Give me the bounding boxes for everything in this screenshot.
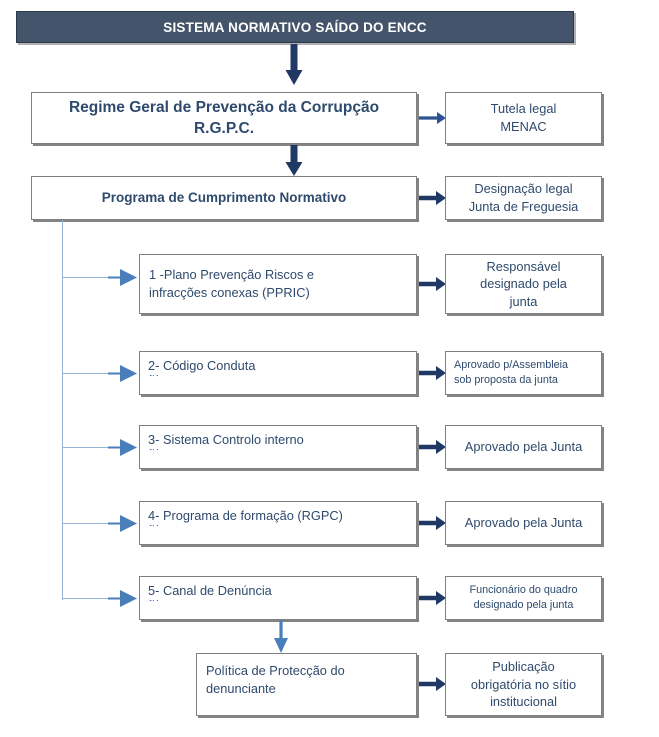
connector-branch-3 [62, 447, 110, 449]
node-item-3-label: Sistema Controlo interno [162, 432, 304, 447]
node-item-1-line1: 1 -Plano Prevenção Riscos e [149, 267, 315, 283]
node-rgpc-line1: Regime Geral de Prevenção da Corrupção [68, 98, 380, 116]
node-designacao-line1: Designação legal [474, 181, 573, 197]
node-item-3-number: 3 [148, 432, 156, 452]
node-result-3-line1: Aprovado pela Junta [464, 439, 583, 455]
connector-spine-vertical [62, 220, 64, 600]
arrow-branch-4 [108, 513, 138, 534]
node-designacao-line2: Junta de Freguesia [468, 199, 579, 214]
node-result-5-line2: designado pela junta [473, 599, 574, 611]
arrow-branch-5 [108, 588, 138, 609]
node-tutela-line1: Tutela legal [490, 101, 557, 117]
arrow-branch-1 [108, 267, 138, 288]
node-item-5: 5- Canal de Denúncia [139, 576, 417, 620]
node-item-1: 1 -Plano Prevenção Riscos e infracções c… [139, 254, 417, 314]
arrow-branch-2 [108, 363, 138, 384]
node-result-1-line2: designado pela [480, 276, 567, 292]
connector-branch-5 [62, 598, 110, 600]
arrow-branch-3 [108, 437, 138, 458]
node-programa-label: Programa de Cumprimento Normativo [101, 189, 347, 205]
node-item-4: 4- Programa de formação (RGPC) [139, 501, 417, 545]
node-item-2: 2- Código Conduta [139, 351, 417, 395]
connector-branch-4 [62, 523, 110, 525]
node-publicacao-line1: Publicação [492, 659, 555, 675]
node-result-5-line1: Funcionário do quadro [469, 584, 578, 597]
node-result-1: Responsável designado pela junta [445, 254, 602, 314]
node-item-5-label: Canal de Denúncia [162, 583, 272, 598]
node-politica-line2: denunciante [206, 680, 276, 696]
node-result-3: Aprovado pela Junta [445, 425, 602, 469]
arrow-rgpc-to-tutela [419, 108, 447, 128]
arrow-programa-to-designacao [419, 188, 447, 208]
node-result-1-line1: Responsável [486, 258, 561, 274]
node-item-4-label: Programa de formação (RGPC) [162, 508, 343, 523]
arrow-item5-to-politica [270, 620, 292, 654]
connector-branch-2 [62, 373, 110, 375]
node-result-5: Funcionário do quadro designado pela jun… [445, 576, 602, 620]
node-result-2-line2: sob proposta da junta [454, 374, 558, 386]
node-programa-cumprimento: Programa de Cumprimento Normativo [31, 176, 417, 220]
node-item-2-number: 2 [148, 358, 156, 378]
node-publicacao: Publicação obrigatória no sítio instituc… [445, 653, 602, 716]
arrow-item-1-to-result [419, 274, 447, 294]
node-item-3-dash: - [155, 432, 160, 452]
arrow-rgpc-to-programa [283, 145, 305, 177]
node-item-2-dash: - [155, 358, 160, 378]
node-item-4-dash: - [155, 508, 160, 528]
node-item-3: 3- Sistema Controlo interno [139, 425, 417, 469]
node-politica-proteccao: Política de Protecção do denunciante [196, 653, 417, 716]
node-item-5-number: 5 [148, 583, 156, 603]
node-result-2-line1: Aprovado p/Assembleia [454, 359, 569, 372]
arrow-item-3-to-result [419, 437, 447, 457]
diagram-title: SISTEMA NORMATIVO SAÍDO DO ENCC [163, 19, 427, 35]
node-item-4-number: 4 [148, 508, 156, 528]
arrow-item-4-to-result [419, 513, 447, 533]
node-result-2: Aprovado p/Assembleia sob proposta da ju… [445, 351, 602, 395]
connector-branch-1 [62, 277, 110, 279]
arrow-politica-to-publicacao [419, 674, 447, 694]
node-item-5-dash: - [155, 583, 160, 603]
node-designacao-legal: Designação legal Junta de Freguesia [445, 176, 602, 220]
arrow-title-to-rgpc [283, 44, 305, 86]
node-rgpc: Regime Geral de Prevenção da Corrupção R… [31, 92, 417, 144]
node-item-2-label: Código Conduta [162, 358, 256, 373]
node-politica-line1: Política de Protecção do [206, 663, 345, 678]
node-rgpc-line2: R.G.P.C. [193, 120, 254, 137]
arrow-item-5-to-result [419, 588, 447, 608]
node-result-1-line3: junta [509, 293, 538, 309]
node-item-1-line2: infracções conexas (PPRIC) [149, 285, 310, 300]
node-result-4: Aprovado pela Junta [445, 501, 602, 545]
node-tutela-line2: MENAC [500, 119, 547, 134]
node-publicacao-line3: institucional [490, 694, 557, 710]
node-publicacao-line2: obrigatória no sítio [470, 676, 577, 692]
node-result-4-line1: Aprovado pela Junta [464, 515, 583, 531]
node-tutela-legal: Tutela legal MENAC [445, 92, 602, 144]
arrow-item-2-to-result [419, 363, 447, 383]
diagram-title-bar: SISTEMA NORMATIVO SAÍDO DO ENCC [16, 11, 574, 43]
